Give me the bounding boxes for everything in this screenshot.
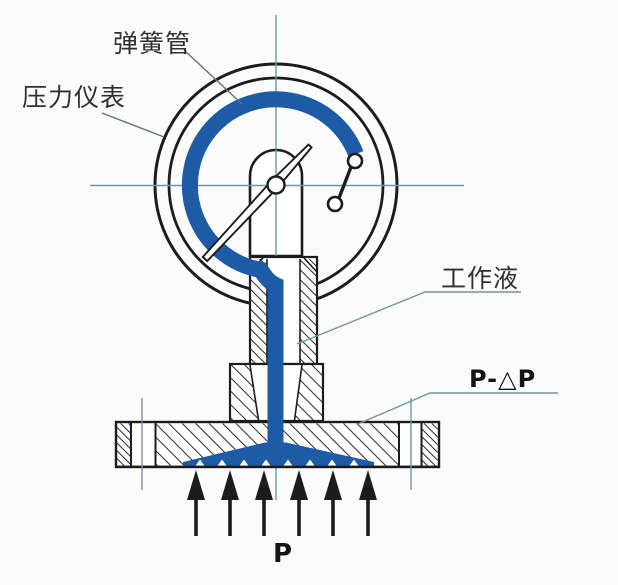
leader-working-fluid: [296, 291, 521, 345]
gauge-pointer: [201, 143, 313, 263]
up-arrow: [290, 470, 308, 536]
label-pressure: P: [273, 539, 292, 569]
boss-bore-left-edge: [249, 364, 260, 421]
up-arrow: [221, 470, 239, 536]
label-spring-tube: 弹簧管: [113, 29, 191, 58]
linkage-pin-upper: [346, 152, 364, 170]
leader-lines: [101, 49, 558, 425]
stem-chamfer-right: [303, 257, 318, 273]
label-pressure-gauge: 压力仪表: [22, 83, 126, 112]
linkage-pin-lower: [326, 195, 344, 213]
leader-pressure-delta: [357, 392, 558, 425]
flange-end-block-right: [421, 423, 438, 466]
pressure-arrows: [187, 470, 377, 536]
label-pressure-delta: P-△P: [469, 365, 536, 393]
leader-pressure-gauge: [101, 112, 165, 138]
boss-bore-right-edge: [293, 364, 303, 421]
working-fluid: [116, 91, 439, 468]
linkage-bar: [337, 166, 353, 199]
tube-linkage: [326, 152, 364, 213]
leader-spring-tube: [183, 49, 243, 105]
flange-end-block-left: [117, 423, 130, 466]
label-working-fluid: 工作液: [441, 264, 519, 293]
pointer-pivot: [266, 175, 286, 195]
boss-hatch-right: [294, 365, 322, 420]
stem-wall-right-hatch: [300, 259, 317, 363]
up-arrow: [255, 470, 273, 536]
up-arrow: [324, 470, 342, 536]
diaphragm-fluid-pool: [183, 442, 374, 467]
up-arrow: [187, 470, 205, 536]
up-arrow: [359, 470, 377, 536]
bourdon-tube-fluid: [181, 91, 364, 448]
diaphragm-corrugations: [195, 459, 359, 466]
